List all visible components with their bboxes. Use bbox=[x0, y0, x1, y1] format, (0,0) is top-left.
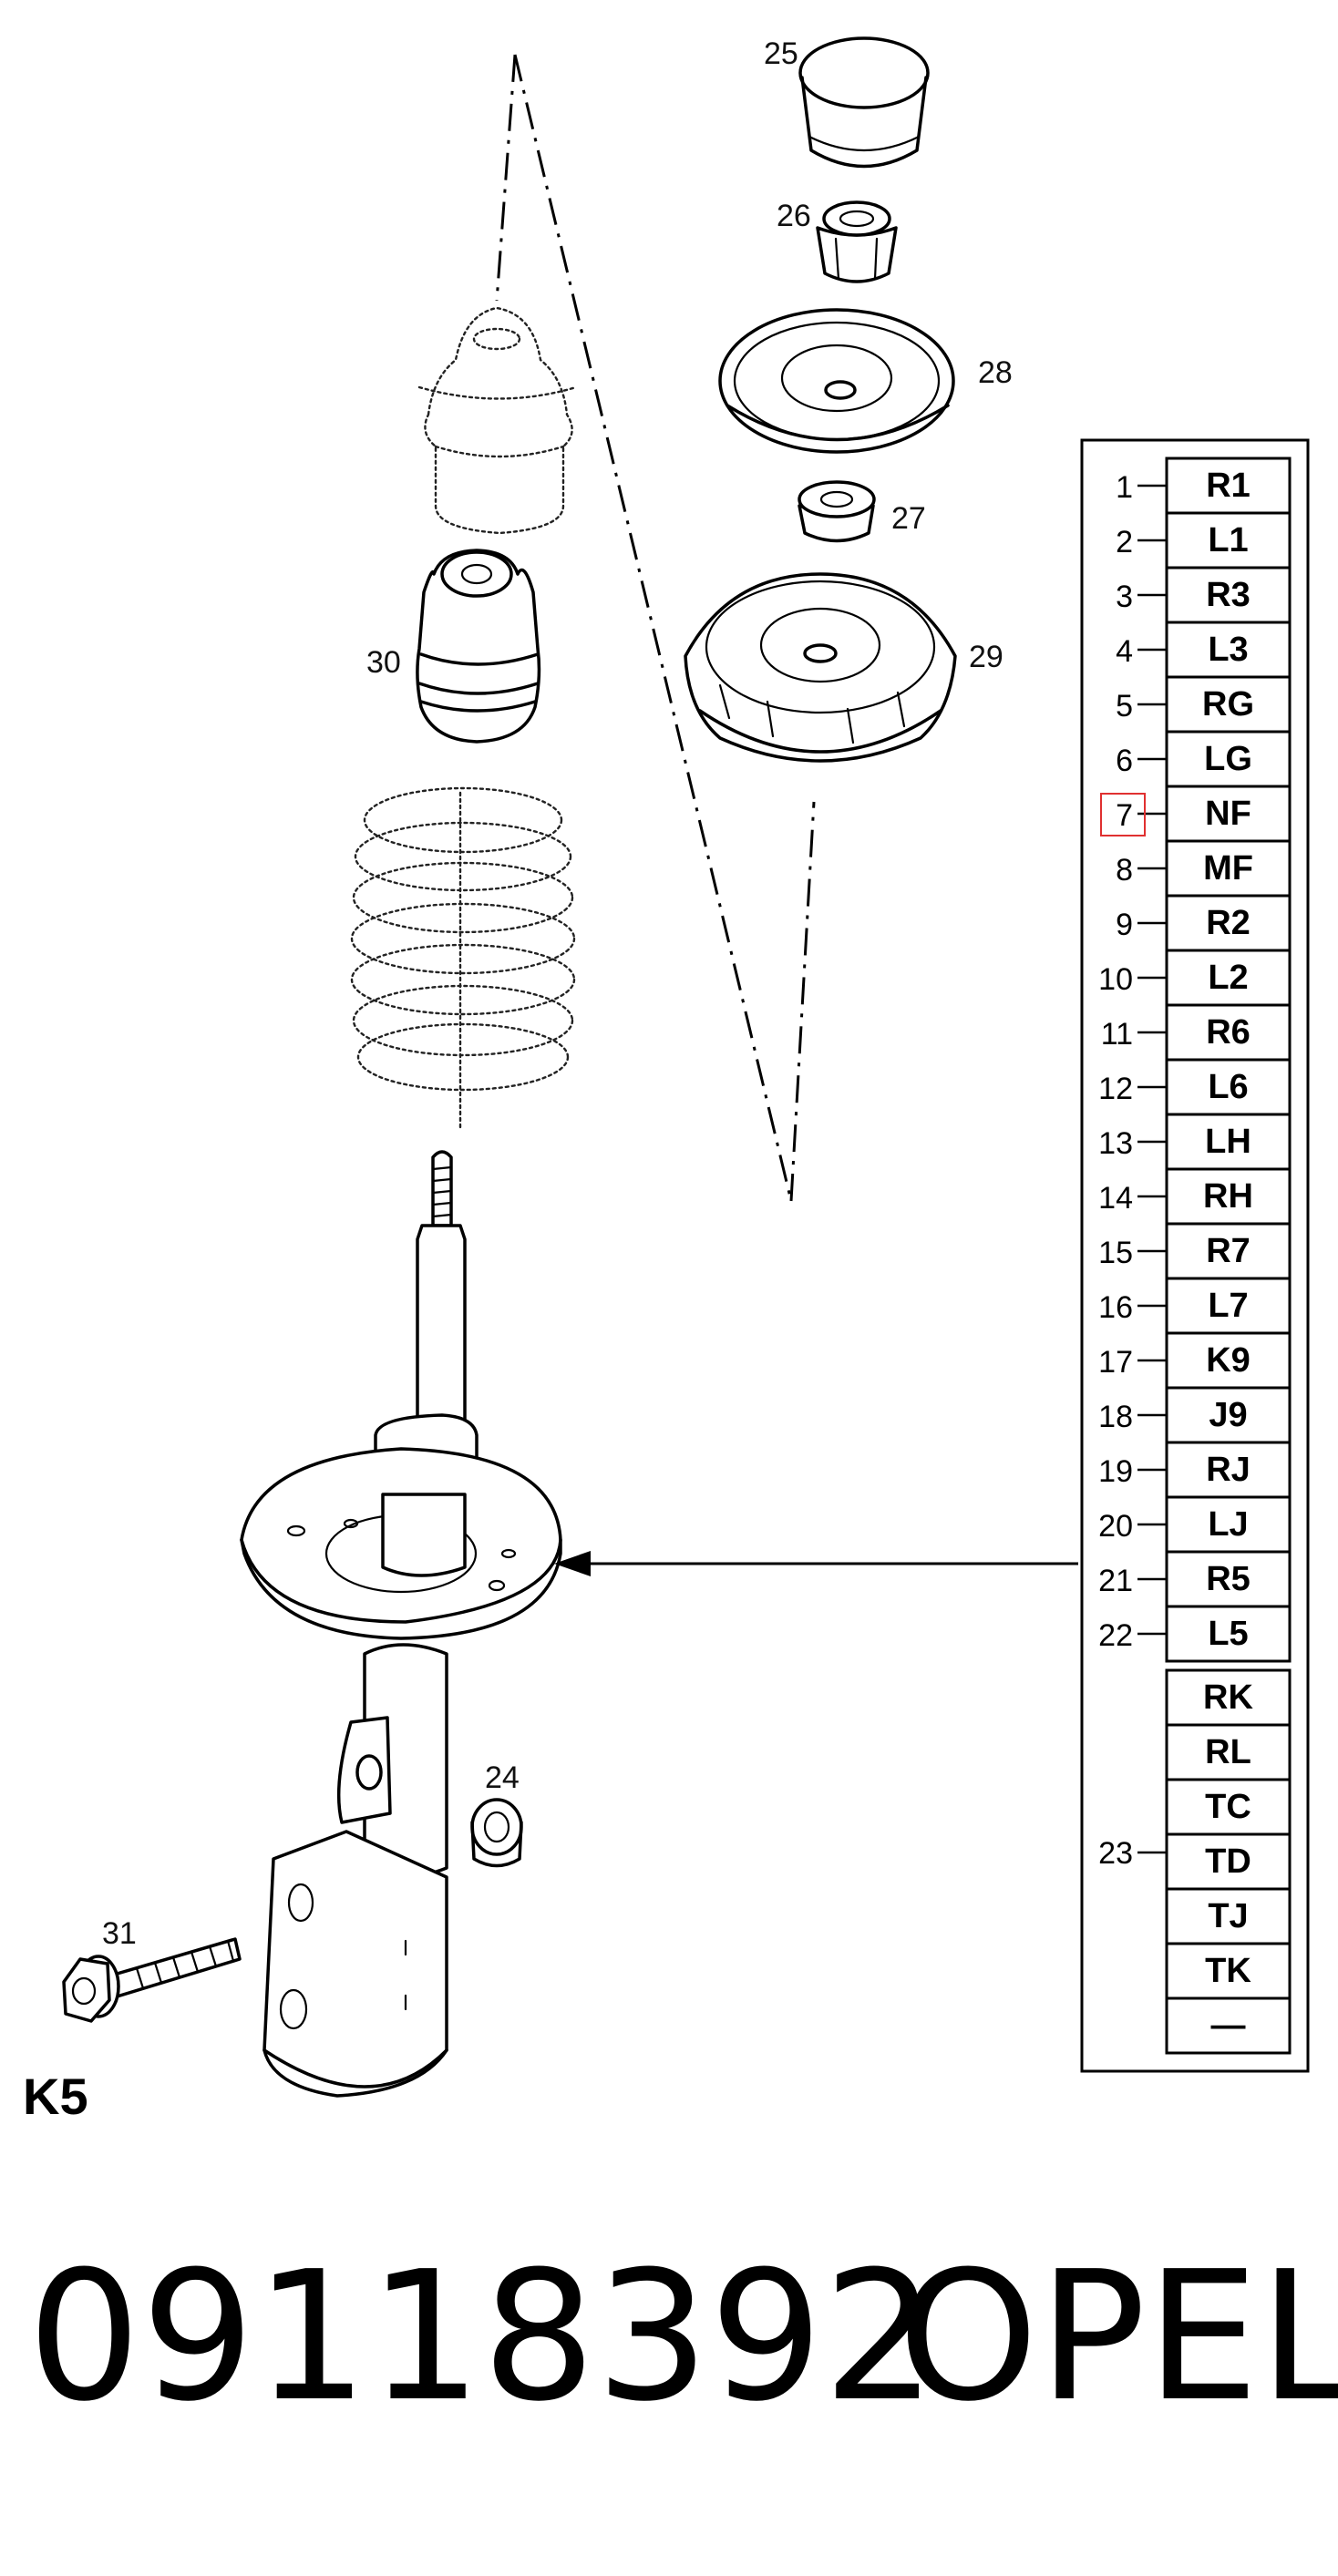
code-label: RK bbox=[1203, 1678, 1253, 1717]
code-label: L2 bbox=[1208, 959, 1248, 997]
part-31-bolt bbox=[62, 1937, 242, 2023]
code-cell bbox=[1165, 949, 1292, 1007]
part-26-nut bbox=[816, 200, 898, 283]
row-number: 20 bbox=[1098, 1509, 1133, 1544]
callout-25: 25 bbox=[764, 36, 798, 71]
code-label: R7 bbox=[1206, 1232, 1251, 1270]
strut-assembly bbox=[240, 1150, 562, 2098]
code-label: TK bbox=[1205, 1952, 1251, 1990]
code-cell bbox=[1165, 894, 1292, 952]
code-cell bbox=[1165, 1167, 1292, 1226]
row-number: 18 bbox=[1098, 1400, 1133, 1434]
part-24-nut bbox=[470, 1798, 523, 1868]
part-27-nut bbox=[798, 480, 876, 543]
code-cell bbox=[1165, 457, 1292, 515]
row-number: 22 bbox=[1098, 1618, 1133, 1653]
row-number: 11 bbox=[1101, 1017, 1133, 1052]
callout-26: 26 bbox=[777, 199, 811, 233]
code-label: MF bbox=[1203, 849, 1253, 888]
code-label: RH bbox=[1203, 1177, 1253, 1216]
row-number: 21 bbox=[1098, 1564, 1133, 1598]
pointer-arrow bbox=[554, 1551, 1078, 1576]
callout-24: 24 bbox=[485, 1760, 520, 1795]
code-label: RJ bbox=[1206, 1451, 1251, 1489]
code-cell bbox=[1165, 1668, 1292, 1727]
part-29-mount bbox=[684, 572, 957, 763]
code-label: R6 bbox=[1206, 1013, 1251, 1052]
row-number: 5 bbox=[1116, 689, 1133, 724]
code-label: TC bbox=[1205, 1788, 1251, 1826]
code-cell bbox=[1165, 1277, 1292, 1335]
code-label: LH bbox=[1205, 1123, 1251, 1161]
footer: 09118392 OPEL bbox=[0, 2223, 1338, 2451]
code-label: RL bbox=[1205, 1733, 1251, 1771]
code-cell bbox=[1165, 1942, 1292, 2000]
code-label: R5 bbox=[1206, 1560, 1251, 1598]
callout-28: 28 bbox=[978, 355, 1013, 390]
part-28-mount bbox=[718, 308, 955, 454]
callout-29: 29 bbox=[969, 640, 1004, 674]
code-label: — bbox=[1211, 2006, 1246, 2045]
section-label: K5 bbox=[23, 2068, 88, 2125]
row-number: 17 bbox=[1098, 1345, 1133, 1380]
callout-30: 30 bbox=[366, 645, 401, 680]
row-number: 12 bbox=[1098, 1072, 1133, 1106]
row-number: 13 bbox=[1098, 1126, 1133, 1161]
code-label: L1 bbox=[1208, 521, 1248, 559]
part-number: 09118392 bbox=[27, 2233, 937, 2441]
code-cell bbox=[1165, 1723, 1292, 1781]
code-label: L3 bbox=[1208, 631, 1248, 669]
code-cell bbox=[1165, 1331, 1292, 1390]
part-25-cap bbox=[798, 36, 930, 169]
code-cell bbox=[1165, 1832, 1292, 1891]
code-label: TJ bbox=[1208, 1897, 1248, 1935]
code-label: J9 bbox=[1209, 1396, 1247, 1434]
code-label: L5 bbox=[1208, 1615, 1248, 1653]
code-cell bbox=[1165, 621, 1292, 679]
code-cell bbox=[1165, 675, 1292, 734]
highlight-box bbox=[1100, 793, 1146, 836]
brand-name: OPEL bbox=[898, 2233, 1338, 2441]
code-label: R3 bbox=[1206, 576, 1251, 614]
row-number: 6 bbox=[1116, 744, 1133, 778]
code-label: L7 bbox=[1208, 1287, 1248, 1325]
callout-31: 31 bbox=[102, 1916, 137, 1951]
row-number: 3 bbox=[1116, 580, 1133, 614]
row-number: 16 bbox=[1098, 1290, 1133, 1325]
code-cell bbox=[1165, 1222, 1292, 1280]
dotted-coil-spring bbox=[350, 786, 576, 1132]
row-number: 4 bbox=[1116, 634, 1133, 669]
code-label: R1 bbox=[1206, 467, 1251, 505]
row-number: 7 bbox=[1116, 798, 1133, 833]
callout-27: 27 bbox=[891, 501, 926, 536]
code-label: LJ bbox=[1208, 1505, 1248, 1544]
code-cell bbox=[1165, 1996, 1292, 2055]
part-30-bump-stop bbox=[416, 549, 541, 744]
dotted-bump-stop bbox=[417, 306, 578, 535]
row-number: 9 bbox=[1116, 908, 1133, 942]
code-label: R2 bbox=[1206, 904, 1251, 942]
code-label: NF bbox=[1205, 795, 1251, 833]
row-number: 14 bbox=[1098, 1181, 1133, 1216]
code-label: TD bbox=[1205, 1842, 1251, 1881]
code-cell bbox=[1165, 730, 1292, 788]
row-number: 19 bbox=[1098, 1454, 1133, 1489]
code-cell bbox=[1165, 1113, 1292, 1171]
row-number: 2 bbox=[1116, 525, 1133, 559]
code-label: RG bbox=[1202, 685, 1254, 724]
code-label: LG bbox=[1204, 740, 1252, 778]
code-label: K9 bbox=[1206, 1341, 1251, 1380]
row-number: 1 bbox=[1116, 470, 1133, 505]
callouts: 25 26 28 27 29 30 24 31 bbox=[102, 36, 1013, 1951]
row-number: 8 bbox=[1116, 853, 1133, 888]
code-cell bbox=[1165, 566, 1292, 624]
row-number: 15 bbox=[1098, 1236, 1133, 1270]
guide-lines bbox=[495, 54, 816, 1202]
row-number: 10 bbox=[1098, 962, 1133, 997]
row-number: 23 bbox=[1098, 1836, 1133, 1871]
code-label: L6 bbox=[1208, 1068, 1248, 1106]
